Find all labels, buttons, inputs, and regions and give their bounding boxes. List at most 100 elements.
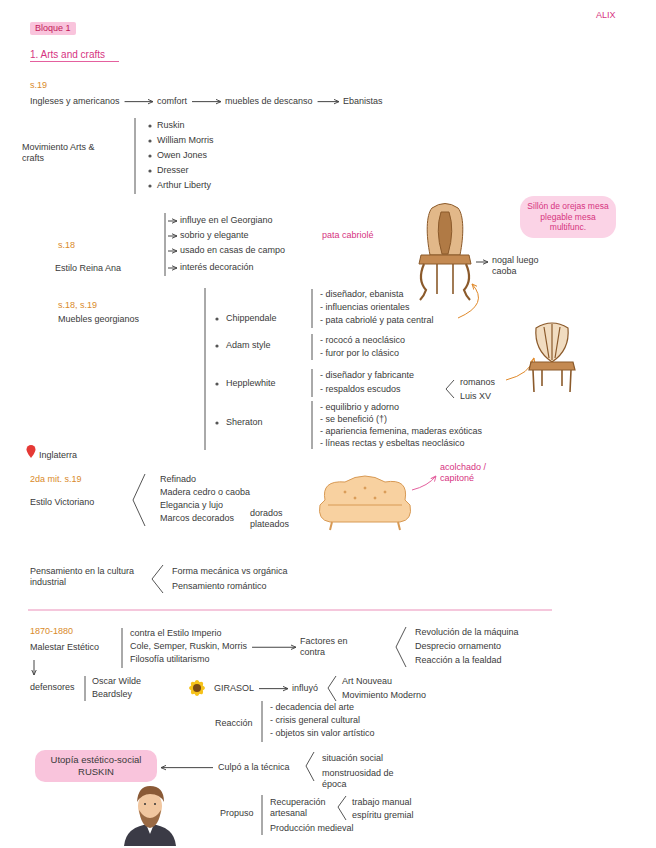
note-text: contra el Estilo Imperio bbox=[130, 628, 222, 639]
small-arrow bbox=[476, 262, 488, 263]
note-text: - equilibrio y adorno bbox=[320, 402, 399, 413]
bracket bbox=[262, 795, 263, 835]
queen-anne-chair bbox=[464, 264, 470, 300]
note-text: Reacción a la fealdad bbox=[415, 655, 502, 666]
shield-back-chair bbox=[544, 324, 560, 360]
note-text: Propuso bbox=[220, 808, 254, 819]
note-text: Muebles georgianos bbox=[58, 314, 139, 325]
note-text: Recuperación artesanal bbox=[270, 797, 336, 820]
note-text: Refinado bbox=[160, 474, 196, 485]
note-text: pata cabriolé bbox=[322, 230, 374, 241]
note-text: s.18 bbox=[58, 240, 75, 251]
bullet bbox=[148, 139, 151, 142]
ruskin-portrait bbox=[139, 810, 161, 828]
note-text: Marcos decorados bbox=[160, 513, 234, 524]
note-text: Elegancia y lujo bbox=[160, 500, 223, 511]
note-text: - líneas rectas y esbeltas neoclásico bbox=[320, 438, 465, 449]
note-text: Hepplewhite bbox=[226, 378, 276, 389]
note-text: 1870-1880 bbox=[30, 626, 73, 637]
note-text: Ruskin bbox=[157, 120, 185, 131]
note-text: Producción medieval bbox=[270, 823, 354, 834]
bullet bbox=[148, 169, 151, 172]
ruskin-portrait bbox=[154, 803, 156, 805]
queen-anne-chair bbox=[427, 204, 463, 256]
shield-back-chair bbox=[529, 323, 575, 392]
note-text: Estilo Reina Ana bbox=[55, 263, 121, 274]
flow-arrow bbox=[318, 101, 339, 102]
note-text: Beardsley bbox=[92, 689, 132, 700]
bracket bbox=[312, 289, 313, 328]
note-text: - furor por lo clásico bbox=[320, 348, 399, 359]
note-text: - respaldos escudos bbox=[320, 384, 401, 395]
victorian-sofa bbox=[344, 491, 346, 493]
note-text: Reacción bbox=[215, 718, 253, 729]
note-text: Adam style bbox=[226, 340, 271, 351]
note-text: trabajo manual bbox=[352, 797, 412, 808]
flow-arrow bbox=[125, 101, 153, 102]
note-text: - apariencia femenina, maderas exóticas bbox=[320, 426, 482, 437]
note-text: - se benefició (†) bbox=[320, 414, 387, 425]
note-text: Forma mecánica vs orgánica bbox=[172, 566, 288, 577]
bracket bbox=[135, 118, 136, 194]
location-pin bbox=[27, 445, 36, 458]
victorian-sofa bbox=[319, 476, 410, 530]
bullet bbox=[148, 184, 151, 187]
note-text: Sheraton bbox=[226, 417, 263, 428]
note-text: sobrio y elegante bbox=[180, 230, 249, 241]
note-text: situación social bbox=[322, 753, 383, 764]
note-text: Dresser bbox=[157, 165, 189, 176]
note-text: - objetos sin valor artístico bbox=[270, 728, 375, 739]
note-text: dorados plateados bbox=[250, 508, 294, 531]
note-text: Oscar Wilde bbox=[92, 676, 141, 687]
pink-arrow bbox=[412, 476, 436, 490]
small-arrow bbox=[168, 221, 177, 222]
note-text: s.18, s.19 bbox=[58, 300, 97, 311]
note-text: Madera cedro o caoba bbox=[160, 487, 250, 498]
note-text: - crisis general cultural bbox=[270, 715, 360, 726]
queen-anne-chair bbox=[438, 212, 452, 254]
note-text: monstruosidad de época bbox=[322, 768, 402, 791]
note-text: Pensamiento romántico bbox=[172, 581, 267, 592]
sunflower bbox=[189, 680, 205, 696]
node-text: Utopía estético-social RUSKIN bbox=[41, 754, 151, 778]
note-text: - rococó a neoclásico bbox=[320, 335, 405, 346]
bracket bbox=[85, 676, 86, 701]
note-text: nogal luego caoba bbox=[492, 255, 548, 278]
victorian-sofa bbox=[330, 522, 400, 530]
note-text: Culpó a la técnica bbox=[218, 762, 290, 773]
bracket bbox=[165, 213, 166, 276]
note-text: Malestar Estético bbox=[30, 642, 99, 653]
note-text: defensores bbox=[30, 682, 75, 693]
note-text: s.19 bbox=[30, 80, 47, 91]
note-text: - diseñador y fabricante bbox=[320, 370, 414, 381]
note-text: Art Nouveau bbox=[342, 676, 392, 687]
orange-curved-arrow bbox=[458, 284, 478, 318]
section-title: 1. Arts and crafts bbox=[30, 48, 119, 62]
note-text: muebles de descanso bbox=[225, 96, 313, 107]
small-arrow bbox=[34, 221, 488, 675]
angle-bracket bbox=[396, 627, 406, 667]
highlight-box: Utopía estético-social RUSKIN bbox=[35, 750, 157, 782]
note-text: Owen Jones bbox=[157, 150, 207, 161]
bracket bbox=[312, 334, 313, 360]
note-text: Ingleses y americanos bbox=[30, 96, 120, 107]
note-text: Arthur Liberty bbox=[157, 180, 211, 191]
note-text: Movimiento Arts & crafts bbox=[22, 142, 117, 165]
victorian-sofa bbox=[374, 497, 376, 499]
ruskin-portrait bbox=[144, 803, 146, 805]
node-text: Bloque 1 bbox=[35, 23, 71, 34]
angle-bracket bbox=[328, 676, 336, 701]
queen-anne-chair bbox=[419, 255, 471, 264]
shield-back-chair bbox=[529, 362, 575, 370]
note-text: Factores en contra bbox=[300, 636, 348, 659]
bracket bbox=[85, 118, 312, 835]
note-text: interés decoración bbox=[180, 262, 254, 273]
victorian-sofa bbox=[354, 497, 356, 499]
sunflower bbox=[193, 684, 201, 692]
note-text: Inglaterra bbox=[39, 450, 77, 461]
note-text: Filosofía utilitarismo bbox=[130, 654, 210, 665]
bracket bbox=[205, 288, 206, 450]
pink-bubble: Sillón de orejas mesa plegable mesa mult… bbox=[520, 196, 616, 238]
bullet bbox=[148, 124, 151, 127]
